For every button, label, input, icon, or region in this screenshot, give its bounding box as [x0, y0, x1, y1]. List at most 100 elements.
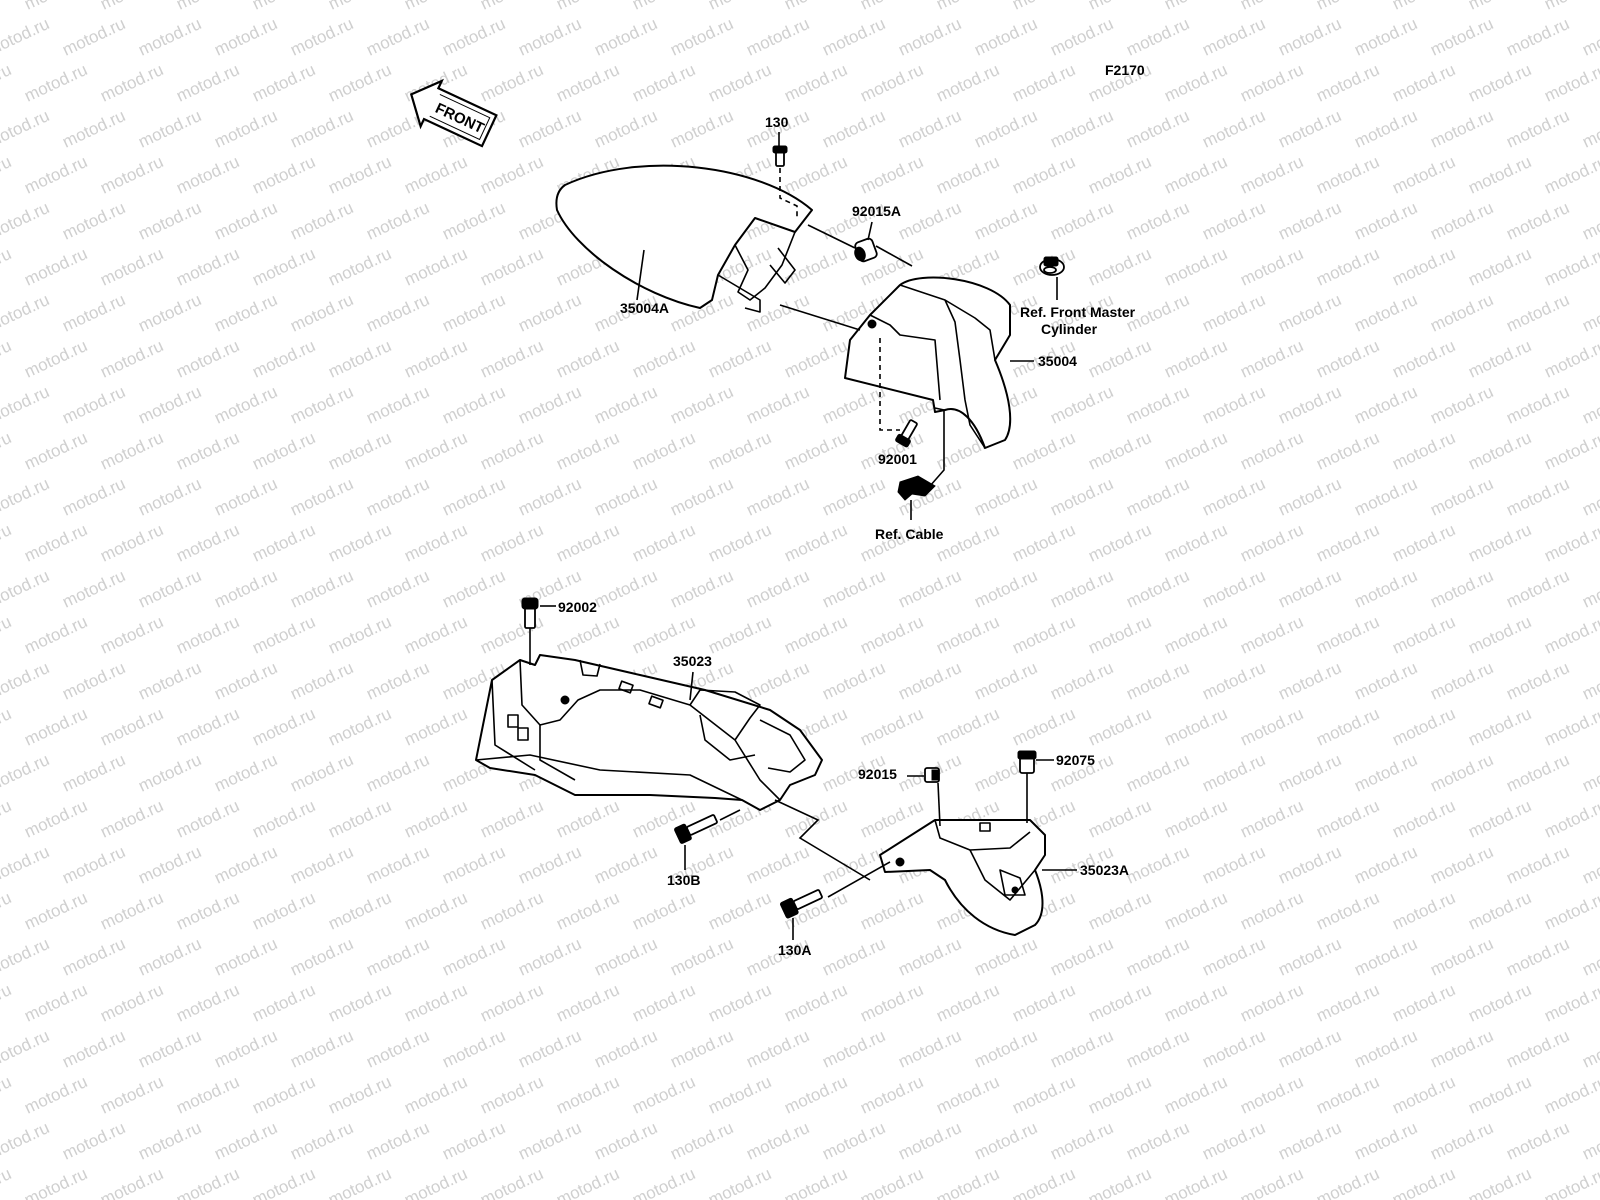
watermark-text: motod.ru	[1389, 428, 1458, 474]
watermark-text: motod.ru	[1199, 934, 1268, 980]
watermark-text: motod.ru	[211, 842, 280, 888]
watermark-text: motod.ru	[933, 520, 1002, 566]
watermark-text: motod.ru	[515, 842, 584, 888]
watermark-text: motod.ru	[1579, 1118, 1600, 1164]
watermark-text: motod.ru	[1123, 474, 1192, 520]
watermark-text: motod.ru	[1427, 198, 1496, 244]
watermark-text: motod.ru	[135, 290, 204, 336]
watermark-text: motod.ru	[781, 336, 850, 382]
watermark-text: motod.ru	[705, 0, 774, 14]
watermark-text: motod.ru	[1465, 796, 1534, 842]
watermark-text: motod.ru	[1085, 0, 1154, 14]
watermark-text: motod.ru	[287, 382, 356, 428]
watermark-text: motod.ru	[401, 1072, 470, 1118]
watermark-text: motod.ru	[1161, 0, 1230, 14]
watermark-text: motod.ru	[1389, 704, 1458, 750]
watermark-text: motod.ru	[173, 1164, 242, 1200]
watermark-text: motod.ru	[439, 566, 508, 612]
watermark-text: motod.ru	[1427, 750, 1496, 796]
watermark-text: motod.ru	[1275, 566, 1344, 612]
watermark-text: motod.ru	[439, 198, 508, 244]
watermark-text: motod.ru	[173, 520, 242, 566]
watermark-text: motod.ru	[1541, 336, 1600, 382]
watermark-text: motod.ru	[1427, 842, 1496, 888]
watermark-text: motod.ru	[0, 0, 14, 14]
watermark-text: motod.ru	[1427, 566, 1496, 612]
watermark-text: motod.ru	[553, 888, 622, 934]
watermark-text: motod.ru	[1161, 612, 1230, 658]
watermark-text: motod.ru	[819, 934, 888, 980]
watermark-text: motod.ru	[1047, 382, 1116, 428]
watermark-text: motod.ru	[325, 336, 394, 382]
watermark-text: motod.ru	[477, 980, 546, 1026]
watermark-text: motod.ru	[705, 520, 774, 566]
label-130B: 130B	[667, 872, 700, 888]
watermark-text: motod.ru	[325, 428, 394, 474]
watermark-text: motod.ru	[325, 0, 394, 14]
watermark-text: motod.ru	[97, 0, 166, 14]
watermark-text: motod.ru	[1465, 612, 1534, 658]
watermark-text: motod.ru	[211, 106, 280, 152]
watermark-text: motod.ru	[439, 382, 508, 428]
watermark-text: motod.ru	[21, 1164, 90, 1200]
watermark-text: motod.ru	[781, 0, 850, 14]
watermark-text: motod.ru	[1123, 14, 1192, 60]
watermark-text: motod.ru	[1503, 1026, 1572, 1072]
watermark-text: motod.ru	[1579, 106, 1600, 152]
watermark-text: motod.ru	[401, 704, 470, 750]
bolt-130A	[779, 889, 823, 919]
watermark-text: motod.ru	[1313, 244, 1382, 290]
watermark-text: motod.ru	[553, 0, 622, 14]
watermark-text: motod.ru	[895, 106, 964, 152]
watermark-text: motod.ru	[249, 0, 318, 14]
watermark-text: motod.ru	[743, 1118, 812, 1164]
watermark-text: motod.ru	[857, 0, 926, 14]
watermark-text: motod.ru	[1085, 796, 1154, 842]
label-92015: 92015	[858, 766, 897, 782]
watermark-text: motod.ru	[287, 474, 356, 520]
watermark-text: motod.ru	[401, 0, 470, 14]
watermark-text: motod.ru	[97, 520, 166, 566]
watermark-text: motod.ru	[705, 612, 774, 658]
label-35023A: 35023A	[1080, 862, 1129, 878]
watermark-text: motod.ru	[59, 658, 128, 704]
watermark-text: motod.ru	[1199, 842, 1268, 888]
watermark-text: motod.ru	[1275, 750, 1344, 796]
watermark-text: motod.ru	[591, 382, 660, 428]
watermark-text: motod.ru	[21, 336, 90, 382]
label-35004: 35004	[1038, 353, 1077, 369]
watermark-text: motod.ru	[211, 198, 280, 244]
watermark-text: motod.ru	[1009, 612, 1078, 658]
watermark-text: motod.ru	[401, 428, 470, 474]
watermark-text: motod.ru	[857, 980, 926, 1026]
watermark-text: motod.ru	[1009, 704, 1078, 750]
bolt-130	[772, 145, 788, 167]
watermark-text: motod.ru	[933, 60, 1002, 106]
watermark-text: motod.ru	[1465, 336, 1534, 382]
watermark-text: motod.ru	[1541, 60, 1600, 106]
watermark-text: motod.ru	[591, 14, 660, 60]
rear-fender-rear-35023A	[879, 819, 1046, 936]
watermark-text: motod.ru	[629, 1072, 698, 1118]
watermark-text: motod.ru	[781, 1072, 850, 1118]
nut-92015	[924, 767, 940, 783]
watermark-text: motod.ru	[249, 520, 318, 566]
watermark-text: motod.ru	[515, 474, 584, 520]
watermark-text: motod.ru	[971, 566, 1040, 612]
watermark-text: motod.ru	[515, 382, 584, 428]
watermark-text: motod.ru	[287, 934, 356, 980]
watermark-text: motod.ru	[1047, 1118, 1116, 1164]
watermark-text: motod.ru	[1351, 474, 1420, 520]
watermark-text: motod.ru	[211, 750, 280, 796]
watermark-text: motod.ru	[1085, 244, 1154, 290]
watermark-text: motod.ru	[1275, 14, 1344, 60]
watermark-text: motod.ru	[97, 1164, 166, 1200]
watermark-text: motod.ru	[1009, 152, 1078, 198]
watermark-text: motod.ru	[287, 566, 356, 612]
watermark-text: motod.ru	[971, 658, 1040, 704]
watermark-text: motod.ru	[211, 566, 280, 612]
watermark-text: motod.ru	[1465, 60, 1534, 106]
watermark-text: motod.ru	[1351, 198, 1420, 244]
watermark-text: motod.ru	[1541, 612, 1600, 658]
watermark-text: motod.ru	[135, 566, 204, 612]
